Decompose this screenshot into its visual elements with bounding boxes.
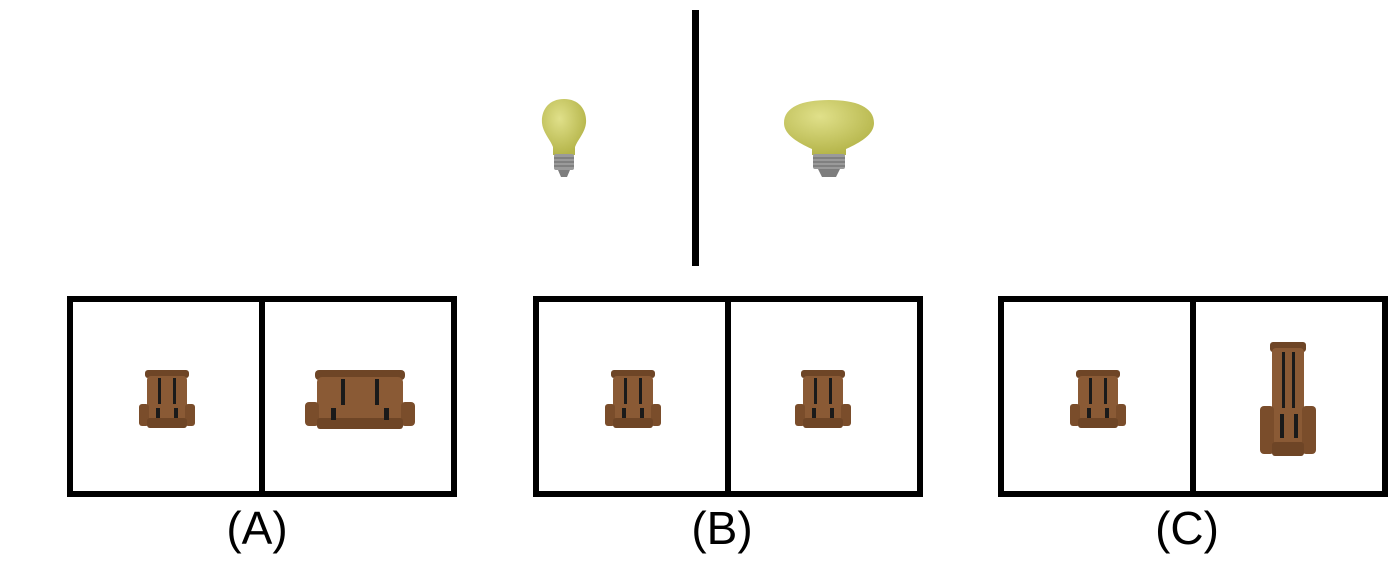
option-b-box[interactable] [533, 296, 923, 497]
option-b-divider [725, 302, 731, 491]
option-a-label: (A) [226, 502, 288, 554]
option-c-right-cell [1196, 302, 1382, 491]
option-a-divider [259, 302, 265, 491]
example-right-bulb-icon [782, 99, 876, 179]
backpack-icon [139, 370, 195, 432]
backpack-icon [305, 370, 415, 432]
option-c-box[interactable] [998, 296, 1388, 497]
backpack-icon [1258, 342, 1318, 462]
example-left-bulb-icon [538, 97, 590, 179]
backpack-icon [795, 370, 851, 432]
option-a-right-cell [265, 302, 451, 491]
option-b-label: (B) [691, 502, 753, 554]
backpack-icon [1070, 370, 1126, 432]
option-c-label: (C) [1155, 502, 1219, 554]
option-c-left-cell [1004, 302, 1190, 491]
option-c-divider [1190, 302, 1196, 491]
example-divider [692, 10, 699, 266]
option-b-left-cell [539, 302, 725, 491]
option-b-right-cell [731, 302, 917, 491]
backpack-icon [605, 370, 661, 432]
option-a-left-cell [73, 302, 259, 491]
option-a-box[interactable] [67, 296, 457, 497]
